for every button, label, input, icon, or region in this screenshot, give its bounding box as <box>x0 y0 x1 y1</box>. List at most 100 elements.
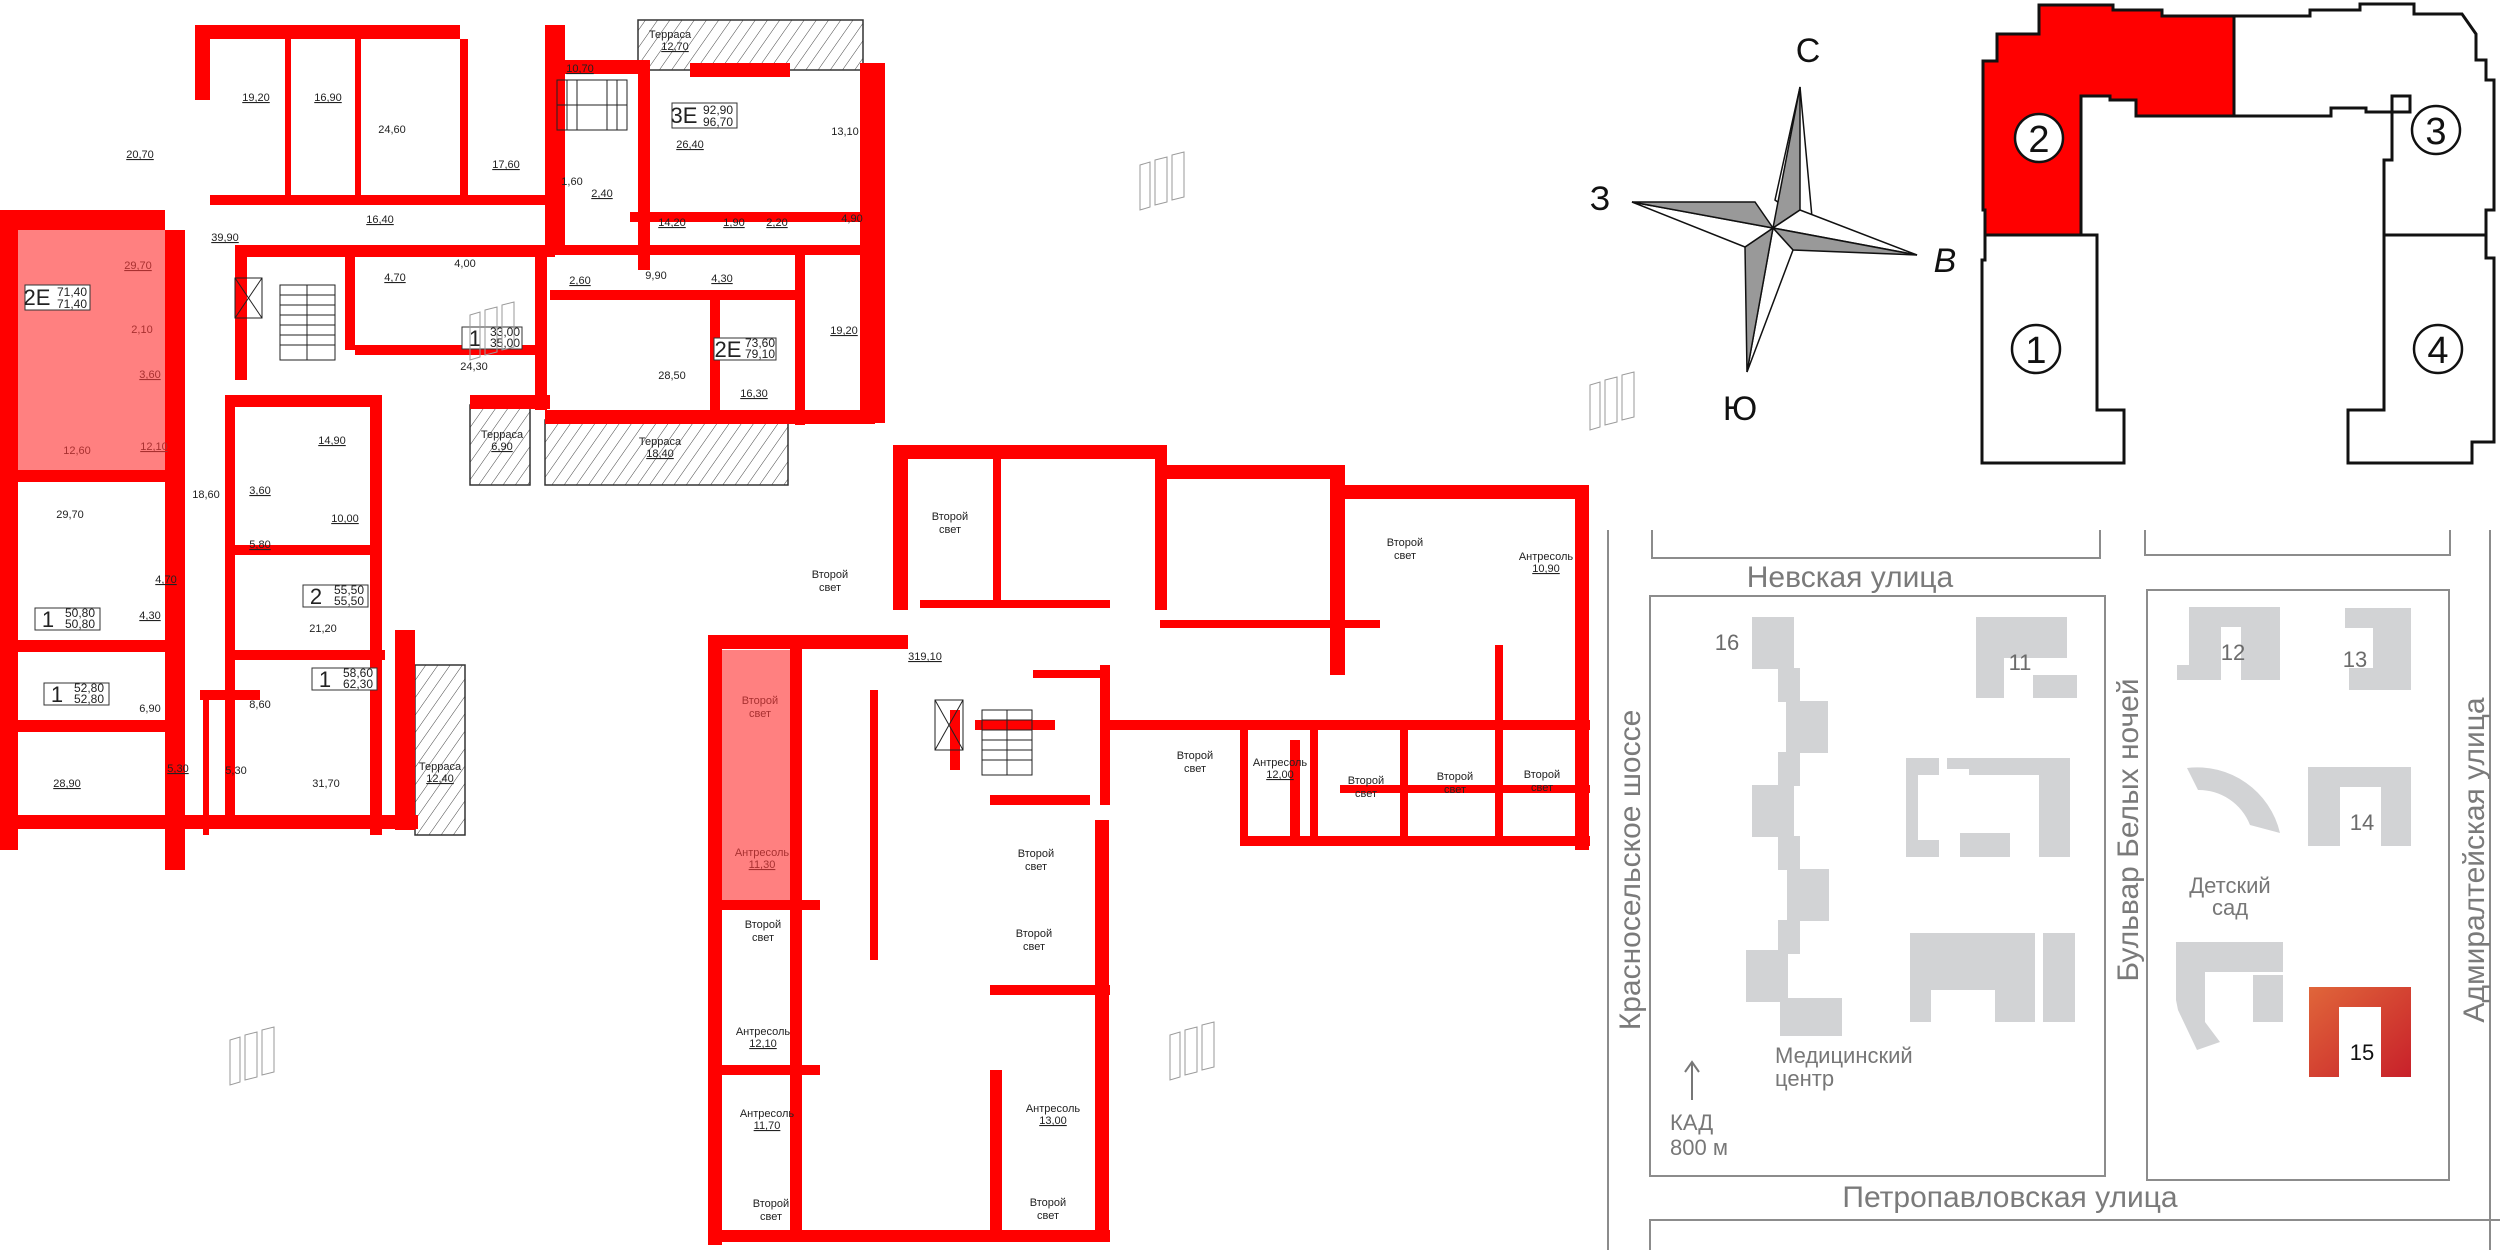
section-2-selected[interactable] <box>1981 3 2236 237</box>
terrace-area: 12,40 <box>426 773 454 785</box>
room-area: 17,60 <box>492 159 520 171</box>
room-area: 4,00 <box>454 258 475 270</box>
watermark-logo-icon <box>229 151 1635 1086</box>
room-area: 16,40 <box>366 214 394 226</box>
apartment-area-balcony: 55,50 <box>334 594 364 608</box>
apartment-tag[interactable]: 1 33,00 35,00 <box>461 325 523 351</box>
building-12[interactable]: 12 <box>2177 607 2280 680</box>
svg-text:свет: свет <box>1023 941 1045 953</box>
apartment-area-total: 55,50 <box>334 583 364 597</box>
building-14[interactable]: 14 <box>2308 767 2411 846</box>
apartment-type: 2Е <box>715 337 742 362</box>
room-area: 24,60 <box>378 124 406 136</box>
terrace-labels: Терраса 12,70 Терраса 6,90 Терраса 18,40… <box>419 29 692 785</box>
svg-text:Второй: Второй <box>1016 928 1052 940</box>
room-area: 2,60 <box>569 275 590 287</box>
apartment-tag[interactable]: 2 55,50 55,50 <box>302 583 369 609</box>
apartment-tag[interactable]: 3Е 92,90 96,70 <box>671 102 738 129</box>
apartment-type: 1 <box>319 667 331 692</box>
building-16[interactable]: 16 <box>1715 617 1842 1036</box>
svg-text:свет: свет <box>1025 861 1047 873</box>
svg-text:Антресоль: Антресоль <box>1026 1103 1081 1115</box>
svg-text:Антресоль: Антресоль <box>736 1026 791 1038</box>
left-block: 2Е 71,40 71,40 3Е 92,90 96,70 1 33,00 35… <box>0 19 885 870</box>
section-3[interactable] <box>2232 2 2496 237</box>
room-area: 4,30 <box>139 610 160 622</box>
room-area: 2,20 <box>766 217 787 229</box>
apartment-tag[interactable]: 2Е 73,60 79,10 <box>713 336 777 362</box>
room-area: 19,20 <box>242 92 270 104</box>
apartment-type: 2Е <box>24 285 51 310</box>
elevator-icon <box>934 699 964 751</box>
room-area: 5,30 <box>167 763 188 775</box>
kindergarten[interactable]: Детский сад <box>2187 767 2280 920</box>
compass-rose-icon: С З В Ю <box>1590 32 1957 428</box>
building-unnamed <box>2176 942 2283 1050</box>
room-area: 21,20 <box>309 623 337 635</box>
room-area: 20,70 <box>126 149 154 161</box>
room-area: 19,20 <box>830 325 858 337</box>
svg-text:Второй: Второй <box>753 1198 789 1210</box>
apartment-area-balcony: 52,80 <box>74 692 104 706</box>
svg-text:Второй: Второй <box>1348 775 1384 787</box>
svg-text:свет: свет <box>1444 784 1466 796</box>
svg-text:свет: свет <box>1355 788 1377 800</box>
section-2-badge <box>2013 112 2065 164</box>
medical-center-label: Медицинский <box>1775 1043 1913 1068</box>
building-11[interactable]: 11 <box>1976 617 2077 698</box>
compass-north-label: С <box>1796 32 1821 70</box>
mezzanine-selected-fill[interactable] <box>720 650 802 905</box>
terrace-label: Терраса <box>649 29 692 41</box>
room-area: 6,90 <box>139 703 160 715</box>
building-13[interactable]: 13 <box>2343 608 2411 690</box>
svg-text:11,30: 11,30 <box>749 859 776 871</box>
apartment-tag[interactable]: 1 52,80 52,80 <box>43 681 110 707</box>
section-number: 4 <box>2427 330 2448 372</box>
svg-text:11,70: 11,70 <box>754 1120 781 1132</box>
building-15-selected[interactable]: 15 <box>2309 987 2411 1077</box>
apartment-area-total: 52,80 <box>74 681 104 695</box>
room-area: 24,30 <box>460 361 488 373</box>
apartment-area-total: 50,80 <box>65 606 95 620</box>
kindergarten-label: сад <box>2212 895 2248 920</box>
apartment-type: 1 <box>42 607 54 632</box>
apartment-area-total: 73,60 <box>745 336 775 350</box>
building-number: 12 <box>2221 640 2245 665</box>
room-area: 4,70 <box>155 574 176 586</box>
room-area: 29,70 <box>56 509 84 521</box>
apartment-type: 2 <box>310 584 322 609</box>
svg-text:Второй: Второй <box>1524 769 1560 781</box>
terrace-12-40 <box>414 664 466 836</box>
svg-text:Второй: Второй <box>1437 771 1473 783</box>
apartment-area-balcony: 96,70 <box>703 115 733 129</box>
room-area: 1,90 <box>723 217 744 229</box>
room-area: 28,50 <box>658 370 686 382</box>
apartment-tag[interactable]: 2Е 71,40 71,40 <box>24 284 91 311</box>
room-area: 2,10 <box>131 324 152 336</box>
room-area: 9,90 <box>645 270 666 282</box>
apartment-tag[interactable]: 1 50,80 50,80 <box>34 606 101 632</box>
room-area: 14,90 <box>318 435 346 447</box>
building-number: 11 <box>2009 650 2032 675</box>
left-block-walls <box>0 25 885 870</box>
apartment-area-balcony: 50,80 <box>65 617 95 631</box>
stairwell-icon <box>981 709 1033 776</box>
svg-text:свет: свет <box>939 524 961 536</box>
terrace-6-90 <box>469 404 531 486</box>
room-area: 2,40 <box>591 188 612 200</box>
apartment-tag[interactable]: 1 58,60 62,30 <box>311 666 378 692</box>
apartment-area-total: 33,00 <box>490 325 520 339</box>
